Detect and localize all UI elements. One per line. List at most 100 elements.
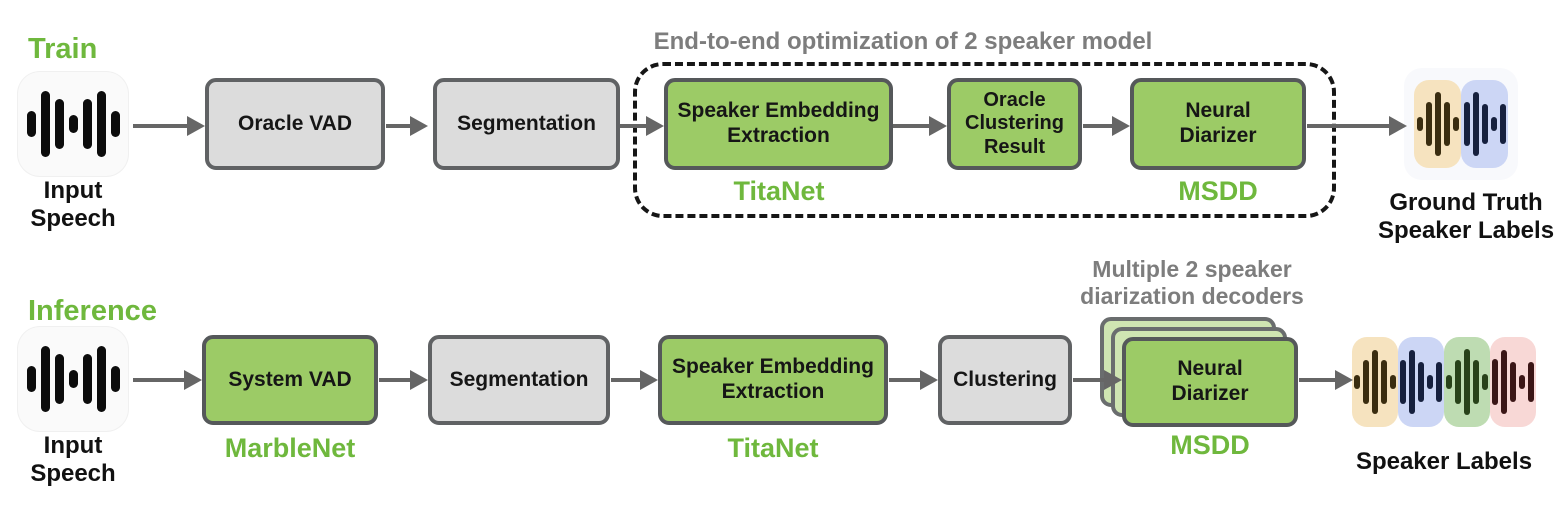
waveform-bar — [1418, 362, 1424, 402]
waveform-icon — [1416, 92, 1459, 156]
waveform-icon — [1354, 350, 1396, 414]
input-label-line1: Input — [43, 432, 103, 459]
speaker2-waveform-icon — [1461, 80, 1508, 168]
arrow-input-to-system-vad — [133, 370, 202, 390]
ground-truth-chips-card — [1404, 68, 1518, 180]
multi-decoder-note-line1: Multiple 2 speaker — [1092, 256, 1292, 282]
waveform-bar — [1446, 375, 1452, 389]
node-clustering: Clustering — [938, 335, 1072, 425]
ground-truth-label-line1: Ground Truth — [1389, 189, 1543, 216]
waveform-bar — [68, 370, 78, 388]
waveform-bar — [1390, 375, 1396, 389]
node-neural-diarizer-train: Neural Diarizer — [1130, 78, 1306, 170]
waveform-bar — [1463, 102, 1470, 146]
waveform-bar — [40, 91, 50, 157]
inference-section-label: Inference — [28, 295, 157, 327]
multi-decoder-note-line2: diarization decoders — [1080, 283, 1304, 310]
arrow-clustering-result-to-diarizer — [1083, 116, 1130, 136]
waveform-bar — [96, 346, 106, 412]
node-segmentation-inference: Segmentation — [428, 335, 610, 425]
waveform-bar — [26, 111, 36, 137]
speaker1-waveform-icon — [1414, 80, 1461, 168]
waveform-bar — [82, 99, 92, 149]
titanet-label-inference: TitaNet — [727, 433, 819, 463]
waveform-bar — [1372, 350, 1378, 414]
waveform-bar — [1481, 104, 1488, 144]
waveform-icon — [1463, 92, 1506, 156]
waveform-bar — [1443, 102, 1450, 146]
waveform-bar — [54, 354, 64, 404]
speaker3-waveform-icon — [1444, 337, 1490, 427]
waveform-bar — [96, 91, 106, 157]
marblenet-label: MarbleNet — [224, 433, 356, 463]
node-speaker-embedding-inference: Speaker Embedding Extraction — [658, 335, 888, 425]
waveform-icon — [26, 91, 120, 157]
ground-truth-label-line2: Speaker Labels — [1377, 217, 1555, 245]
speaker-labels-label: Speaker Labels — [1355, 448, 1533, 475]
waveform-bar — [1499, 104, 1506, 144]
node-clustering-label: Clustering — [953, 367, 1057, 391]
waveform-bar — [1473, 360, 1479, 404]
waveform-bar — [1409, 350, 1415, 414]
input-label-line2: Speech — [30, 460, 116, 488]
waveform-bar — [1510, 362, 1516, 402]
msdd-label-inference: MSDD — [1170, 430, 1250, 460]
waveform-bar — [1434, 92, 1441, 156]
train-input-speech-label: Input Speech — [30, 177, 115, 234]
waveform-bar — [1492, 359, 1498, 405]
waveform-bar — [1400, 360, 1406, 404]
input-label-line1: Input — [43, 177, 103, 204]
waveform-bar — [54, 99, 64, 149]
waveform-bar — [1501, 350, 1507, 414]
waveform-bar — [40, 346, 50, 412]
multi-decoder-note: Multiple 2 speaker diarization decoders — [1080, 256, 1304, 310]
waveform-bar — [1416, 117, 1423, 131]
node-system-vad-label: System VAD — [228, 367, 352, 391]
node-neural-diarizer-inference-label: Neural Diarizer — [1171, 357, 1249, 405]
input-label-line2: Speech — [30, 205, 116, 233]
train-section-label: Train — [28, 33, 98, 65]
node-oracle-clustering-result-label: Oracle Clustering Result — [965, 88, 1064, 158]
arrow-segmentation-to-embedding — [620, 116, 664, 136]
arrow-clustering-to-diarizer — [1073, 370, 1122, 390]
waveform-bar — [1472, 92, 1479, 156]
inference-input-speech-label: Input Speech — [30, 432, 115, 489]
msdd-label-train: MSDD — [1178, 176, 1258, 206]
waveform-bar — [1528, 362, 1534, 402]
node-oracle-vad: Oracle VAD — [205, 78, 385, 170]
waveform-bar — [110, 366, 120, 392]
waveform-bar — [1452, 117, 1459, 131]
arrow-embedding-to-clustering — [889, 370, 938, 390]
inference-input-speech-card — [18, 327, 128, 431]
waveform-bar — [1354, 375, 1360, 389]
waveform-bar — [1436, 362, 1442, 402]
node-oracle-clustering-result: Oracle Clustering Result — [947, 78, 1082, 170]
arrow-diarizer-to-ground-truth — [1307, 116, 1407, 136]
node-system-vad: System VAD — [202, 335, 378, 425]
waveform-bar — [1482, 374, 1488, 390]
waveform-bar — [1425, 102, 1432, 146]
waveform-bar — [26, 366, 36, 392]
waveform-bar — [1464, 349, 1470, 415]
waveform-bar — [1427, 375, 1433, 389]
waveform-bar — [1381, 360, 1387, 404]
waveform-bar — [110, 111, 120, 137]
speaker-labels-chips — [1352, 337, 1536, 427]
arrow-oracle-vad-to-segmentation — [386, 116, 428, 136]
arrow-diarizer-to-speaker-labels — [1299, 370, 1353, 390]
node-segmentation-train-label: Segmentation — [457, 111, 596, 135]
waveform-icon — [1446, 349, 1488, 415]
node-speaker-embedding-inference-label: Speaker Embedding Extraction — [672, 355, 874, 403]
speaker2-waveform-icon — [1398, 337, 1444, 427]
arrow-segmentation-to-embedding-inf — [611, 370, 658, 390]
e2e-group-title: End-to-end optimization of 2 speaker mod… — [653, 28, 1153, 55]
e2e-dashed-group — [633, 62, 1336, 218]
train-input-speech-card — [18, 72, 128, 176]
waveform-bar — [82, 354, 92, 404]
waveform-bar — [1519, 375, 1525, 389]
waveform-bar — [1455, 360, 1461, 404]
node-speaker-embedding-train-label: Speaker Embedding Extraction — [677, 99, 880, 147]
waveform-bar — [1490, 117, 1497, 131]
speaker1-waveform-icon — [1352, 337, 1398, 427]
